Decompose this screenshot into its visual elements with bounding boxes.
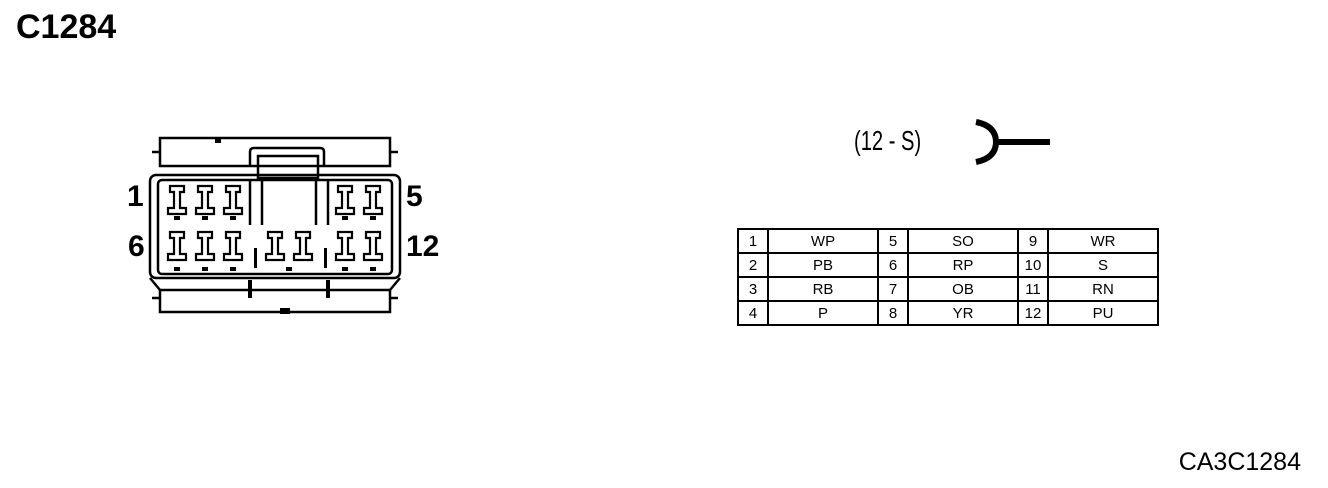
pin-number: 2 xyxy=(737,252,769,278)
pin-label-5: 5 xyxy=(406,180,423,213)
terminal-spec: (12 - S) xyxy=(854,125,922,156)
wire-color: SO xyxy=(907,228,1019,254)
table-row: 4 P 8 YR 12 PU xyxy=(737,300,1159,326)
pin-label-12: 12 xyxy=(406,230,440,263)
image-code: CA3C1284 xyxy=(1178,448,1301,476)
wire-color: YR xyxy=(907,300,1019,326)
connector-title: C1284 xyxy=(16,8,117,46)
wire-color: WR xyxy=(1047,228,1159,254)
wire-color: P xyxy=(767,300,879,326)
wire-color: RB xyxy=(767,276,879,302)
pin-number: 6 xyxy=(877,252,909,278)
pin-number: 5 xyxy=(877,228,909,254)
wire-color: WP xyxy=(767,228,879,254)
table-row: 2 PB 6 RP 10 S xyxy=(737,252,1159,278)
pin-number: 7 xyxy=(877,276,909,302)
pin-number: 10 xyxy=(1017,252,1049,278)
pin-color-table: 1 WP 5 SO 9 WR 2 PB 6 RP 10 S 3 RB 7 OB … xyxy=(737,228,1159,326)
wire-color: RN xyxy=(1047,276,1159,302)
pin-label-6: 6 xyxy=(128,230,145,263)
terminal-type-icon xyxy=(975,119,1050,165)
pin-label-1: 1 xyxy=(127,180,144,213)
wire-color: OB xyxy=(907,276,1019,302)
wire-color: RP xyxy=(907,252,1019,278)
pin-number: 12 xyxy=(1017,300,1049,326)
table-row: 1 WP 5 SO 9 WR xyxy=(737,228,1159,254)
wire-color: PB xyxy=(767,252,879,278)
pin-number: 9 xyxy=(1017,228,1049,254)
wire-color: S xyxy=(1047,252,1159,278)
connector-face-diagram xyxy=(148,136,402,314)
table-row: 3 RB 7 OB 11 RN xyxy=(737,276,1159,302)
pin-number: 1 xyxy=(737,228,769,254)
pin-number: 8 xyxy=(877,300,909,326)
pin-number: 3 xyxy=(737,276,769,302)
pin-number: 11 xyxy=(1017,276,1049,302)
wire-color: PU xyxy=(1047,300,1159,326)
pin-number: 4 xyxy=(737,300,769,326)
